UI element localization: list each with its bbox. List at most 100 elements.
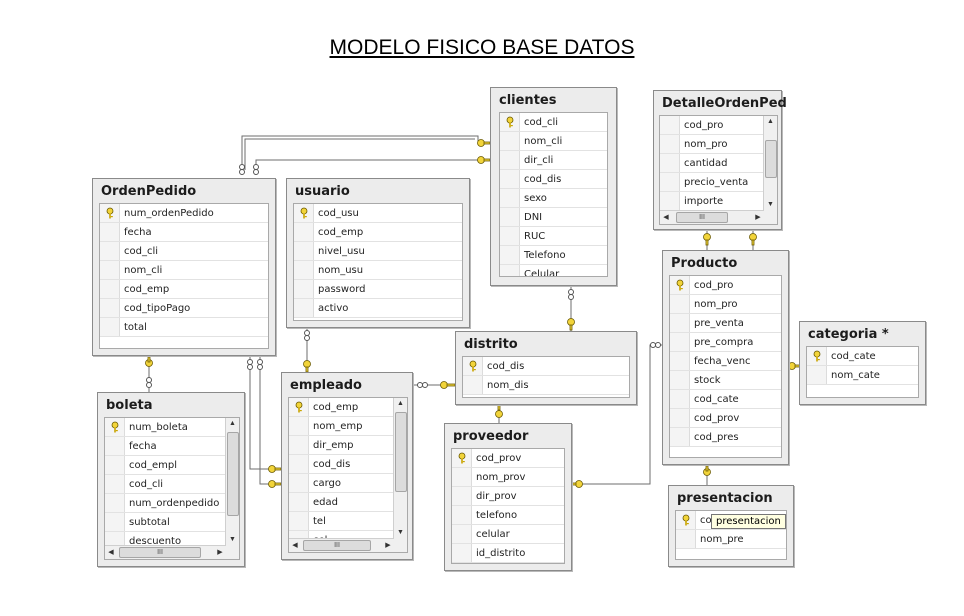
column-row[interactable]: nom_pro [660,135,777,154]
column-row[interactable]: cod_cli [500,113,607,132]
column-row[interactable]: nom_prov [452,468,564,487]
column-row[interactable]: stock [670,371,781,390]
vertical-scrollbar[interactable]: ▲ ▼ [763,116,777,211]
scroll-right-icon[interactable]: ▶ [385,542,391,549]
table-proveedor[interactable]: proveedor cod_prov nom_prov dir_prov tel… [444,423,572,571]
scroll-thumb[interactable] [395,412,407,492]
horizontal-scrollbar[interactable]: ◀ III ▶ [660,210,764,224]
column-row[interactable]: sexo [500,189,607,208]
column-row[interactable]: celular [452,525,564,544]
scroll-thumb[interactable]: III [303,540,371,551]
column-row[interactable]: edad [289,493,407,512]
horizontal-scrollbar[interactable]: ◀ III ▶ [289,538,394,552]
column-row[interactable]: fecha_venc [670,352,781,371]
column-row[interactable]: nom_pre [676,530,786,549]
key-icon [495,404,503,418]
column-row[interactable]: nom_usu [294,261,462,280]
horizontal-scrollbar[interactable]: ◀ III ▶ [105,545,226,559]
column-row[interactable]: telefono [452,506,564,525]
column-row[interactable]: cod_cli [105,475,239,494]
table-detalleordenped[interactable]: DetalleOrdenPed cod_pro nom_pro cantidad… [653,90,787,230]
column-row[interactable]: cod_cate [807,347,918,366]
column-row[interactable]: cod_cate [670,390,781,409]
scroll-up-icon[interactable]: ▲ [229,420,236,427]
table-empleado[interactable]: empleado cod_emp nom_emp dir_emp cod_dis… [281,372,413,560]
key-icon [268,480,282,488]
key-icon [567,318,575,331]
column-row[interactable]: cod_emp [289,398,407,417]
column-row[interactable]: total [100,318,268,337]
column-row[interactable]: cod_dis [463,357,629,376]
column-row[interactable]: cod_emp [294,223,462,242]
column-row[interactable]: nivel_usu [294,242,462,261]
column-row[interactable]: cod_prov [452,449,564,468]
scroll-thumb[interactable] [227,432,239,516]
column-row[interactable]: password [294,280,462,299]
column-row[interactable]: cantidad [660,154,777,173]
column-row[interactable]: precio_venta [660,173,777,192]
scroll-left-icon[interactable]: ◀ [663,214,669,221]
scroll-right-icon[interactable]: ▶ [217,549,223,556]
column-row[interactable]: nom_emp [289,417,407,436]
scroll-left-icon[interactable]: ◀ [292,542,298,549]
column-row[interactable]: cod_empl [105,456,239,475]
column-row[interactable]: cod_emp [100,280,268,299]
table-distrito[interactable]: distrito cod_dis nom_dis [455,331,637,405]
scroll-up-icon[interactable]: ▲ [397,400,404,407]
table-boleta[interactable]: boleta num_boleta fecha cod_empl cod_cli… [97,392,245,567]
table-usuario[interactable]: usuario cod_usu cod_emp nivel_usu nom_us… [286,178,470,328]
column-row[interactable]: cod [676,511,786,530]
column-row[interactable]: pre_venta [670,314,781,333]
column-row[interactable]: fecha [105,437,239,456]
column-row[interactable]: num_boleta [105,418,239,437]
column-row[interactable]: nom_cli [500,132,607,151]
table-categoria[interactable]: categoria * cod_cate nom_cate [799,321,926,405]
scroll-down-icon[interactable]: ▼ [229,536,236,543]
pk-key-icon [670,276,690,294]
column-row[interactable]: fecha [100,223,268,242]
column-row[interactable]: cod_usu [294,204,462,223]
column-row[interactable]: pre_compra [670,333,781,352]
column-row[interactable]: dir_cli [500,151,607,170]
column-row[interactable]: cod_prov [670,409,781,428]
column-row[interactable]: cargo [289,474,407,493]
scroll-thumb[interactable]: III [676,212,728,223]
column-row[interactable]: nom_cli [100,261,268,280]
vertical-scrollbar[interactable]: ▲ ▼ [225,418,239,546]
column-row[interactable]: dir_prov [452,487,564,506]
column-row[interactable]: nom_cate [807,366,918,385]
column-row[interactable]: DNI [500,208,607,227]
column-row[interactable]: cod_cli [100,242,268,261]
column-row[interactable]: cod_pro [660,116,777,135]
column-row[interactable]: Telefono [500,246,607,265]
scroll-up-icon[interactable]: ▲ [767,118,774,125]
column-row[interactable]: id_distrito [452,544,564,563]
column-row[interactable]: cod_pro [670,276,781,295]
column-row[interactable]: RUC [500,227,607,246]
column-row[interactable]: nom_dis [463,376,629,395]
scroll-left-icon[interactable]: ◀ [108,549,114,556]
column-row[interactable]: activo [294,299,462,318]
column-row[interactable]: dir_emp [289,436,407,455]
column-row[interactable]: num_ordenPedido [100,204,268,223]
scroll-down-icon[interactable]: ▼ [397,529,404,536]
column-row[interactable]: cod_pres [670,428,781,447]
table-producto[interactable]: Producto cod_pro nom_pro pre_venta pre_c… [662,250,789,465]
column-row[interactable]: Celular [500,265,607,276]
infinity-icon [146,377,152,388]
column-row[interactable]: tel [289,512,407,531]
scroll-down-icon[interactable]: ▼ [767,201,774,208]
scroll-right-icon[interactable]: ▶ [755,214,761,221]
vertical-scrollbar[interactable]: ▲ ▼ [393,398,407,539]
column-row[interactable]: subtotal [105,513,239,532]
column-row[interactable]: cod_dis [289,455,407,474]
scroll-thumb[interactable] [765,140,777,178]
table-clientes[interactable]: clientes cod_cli nom_cli dir_cli cod_dis… [490,87,617,286]
column-row[interactable]: cod_dis [500,170,607,189]
column-row[interactable]: importe [660,192,777,211]
column-row[interactable]: cod_tipoPago [100,299,268,318]
column-row[interactable]: nom_pro [670,295,781,314]
table-ordenpedido[interactable]: OrdenPedido num_ordenPedido fecha cod_cl… [92,178,276,356]
column-row[interactable]: num_ordenpedido [105,494,239,513]
scroll-thumb[interactable]: III [119,547,201,558]
